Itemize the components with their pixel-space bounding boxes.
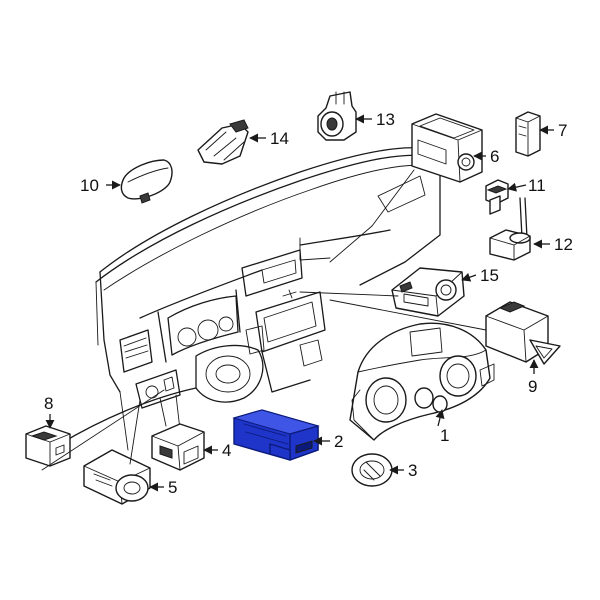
callout-label-3: 3: [408, 461, 417, 480]
callout-labels: 1 2 3 4 5 6 7 8 9 10 11 12 13 14 15: [44, 110, 573, 497]
callout-label-15: 15: [480, 266, 499, 285]
part-12-sensor: [489, 197, 531, 261]
part-11-button: [485, 179, 509, 215]
callout-label-8: 8: [44, 394, 53, 413]
callout-label-2: 2: [334, 432, 343, 451]
part-15-switch-panel: [391, 267, 465, 317]
part-2-module-highlighted: [232, 409, 320, 461]
callout-label-5: 5: [168, 478, 177, 497]
part-10-switch: [120, 159, 173, 204]
part-7-switch: [515, 111, 541, 157]
callout-arrow-15: [461, 272, 477, 282]
callout-label-1: 1: [440, 426, 449, 445]
callout-label-11: 11: [528, 176, 546, 195]
part-8-switch: [25, 425, 71, 467]
part-1-instrument-cluster: [349, 322, 495, 441]
callout-label-10: 10: [80, 176, 99, 195]
callout-arrow-11: [507, 182, 527, 192]
part-9-module: [485, 301, 561, 365]
part-5-light-switch: [83, 449, 151, 505]
callout-label-13: 13: [376, 110, 395, 129]
part-14-sensor: [197, 119, 249, 165]
part-3-switch: [351, 453, 393, 487]
callout-label-9: 9: [528, 377, 537, 396]
callout-arrow-1: [435, 409, 445, 427]
callout-arrows: [45, 114, 554, 492]
callout-label-12: 12: [554, 235, 573, 254]
callout-label-14: 14: [270, 129, 289, 148]
callout-label-7: 7: [558, 121, 567, 140]
part-6-module: [411, 113, 483, 183]
part-4-switch: [151, 423, 205, 471]
leader-lines: [41, 169, 487, 471]
part-13-sensor: [317, 91, 357, 141]
callout-label-4: 4: [222, 441, 231, 460]
callout-label-6: 6: [490, 147, 499, 166]
